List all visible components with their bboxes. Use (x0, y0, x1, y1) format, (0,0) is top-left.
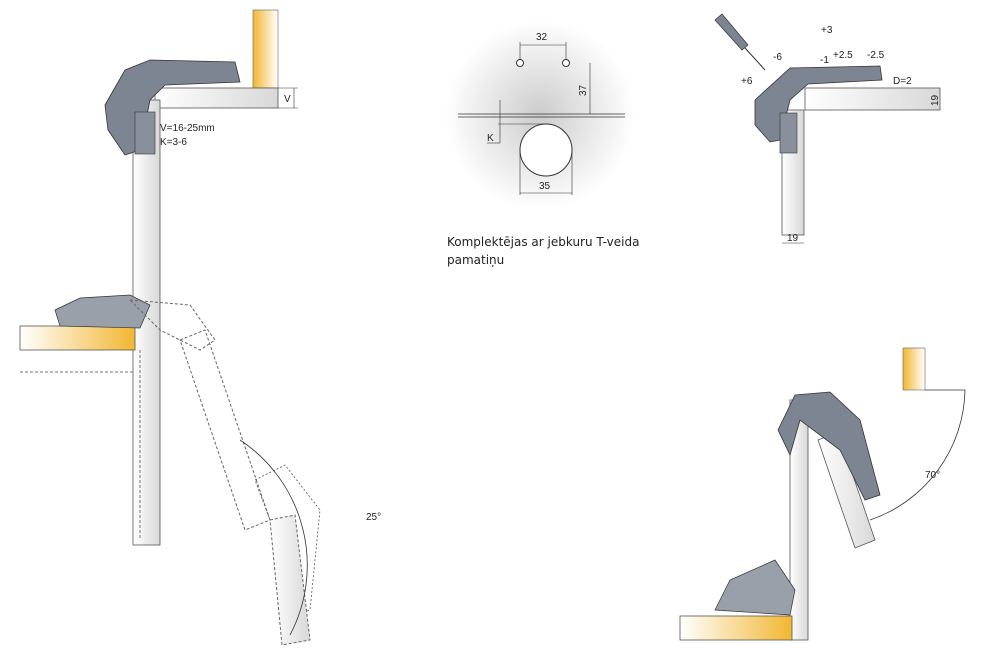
hinge-open-70 (777, 391, 881, 501)
dim-k: K (487, 133, 494, 144)
v-range-label: V=16-25mm (160, 123, 215, 134)
adjust-plus25: +2.5 (833, 50, 853, 61)
v-label: V (284, 94, 291, 105)
thick-side: 19 (787, 233, 799, 244)
adjust-plus3: +3 (821, 25, 833, 36)
left-open-diagram: 25° (19, 294, 381, 646)
screw-hole (562, 59, 570, 67)
angle-arc-70 (869, 389, 966, 521)
top-board (154, 87, 279, 109)
adjust-minus25: -2.5 (867, 50, 885, 61)
angle-70-label: 70° (925, 470, 940, 481)
bottom-board (19, 325, 136, 351)
left-cabinet-diagram: V V=16-25mm K=3-6 (104, 9, 298, 546)
k-range-label: K=3-6 (160, 137, 187, 148)
dim-32: 32 (536, 32, 548, 43)
thick-top: 19 (930, 94, 941, 106)
hinge-adjust (754, 65, 883, 143)
drilling-diagram: 32 37 K 35 (445, 20, 635, 210)
angle-arc-25 (239, 439, 308, 636)
adjustment-diagram: +3 -1 +2.5 -2.5 -6 +6 D=2 19 19 (714, 13, 941, 244)
caption-line-1: Komplektējas ar jebkuru T-veida (447, 235, 640, 249)
adjust-d: D=2 (893, 76, 912, 87)
top-board-19 (804, 87, 941, 111)
cup-hole (519, 123, 573, 177)
mounting-plate (134, 111, 156, 155)
screwdriver-icon (714, 13, 749, 51)
door-panel-top (252, 9, 279, 89)
adjust-minus1: -1 (820, 55, 829, 66)
screw-hole (516, 59, 524, 67)
adjust-minus6: -6 (773, 52, 782, 63)
right-open-diagram: 70° (679, 347, 966, 641)
caption: Komplektējas ar jebkuru T-veida pamatiņu (447, 233, 639, 269)
door-ghost (179, 329, 271, 531)
caption-line-2: pamatiņu (447, 253, 505, 267)
hinge-base-open (54, 294, 151, 329)
dim-37: 37 (578, 84, 589, 96)
dim-35: 35 (539, 181, 551, 192)
angle-25-label: 25° (366, 512, 381, 523)
adjust-plus6: +6 (741, 76, 753, 87)
